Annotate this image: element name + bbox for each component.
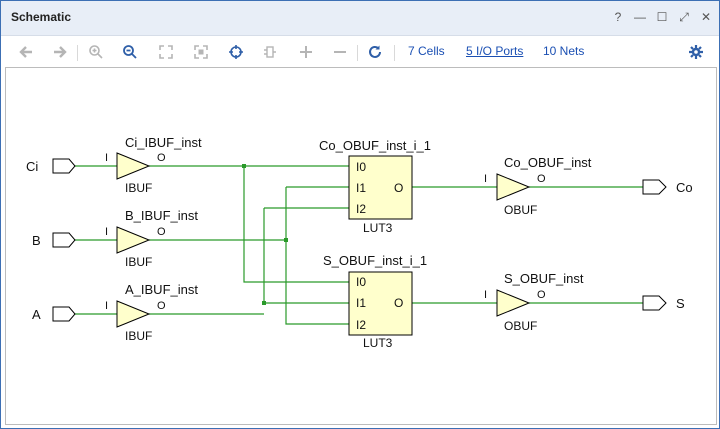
port-b[interactable]: B bbox=[32, 232, 76, 248]
cell-type: LUT3 bbox=[363, 336, 393, 350]
pin-label: I0 bbox=[356, 160, 366, 174]
cell-icon[interactable] bbox=[259, 41, 281, 63]
port-label: A bbox=[32, 307, 41, 322]
io-ports-link[interactable]: 5 I/O Ports bbox=[466, 44, 524, 58]
nets-link[interactable]: 10 Nets bbox=[543, 44, 585, 58]
pin-label: O bbox=[537, 289, 546, 301]
float-icon[interactable]: ⤢ bbox=[679, 9, 689, 24]
port-label: S bbox=[676, 296, 685, 311]
pin-label: I1 bbox=[356, 296, 366, 310]
lut-s[interactable]: S_OBUF_inst_i_1 LUT3 I0 I1 I2 O bbox=[323, 253, 427, 350]
pin-label: I bbox=[484, 173, 487, 185]
maximize-icon[interactable]: ☐ bbox=[656, 10, 668, 24]
forward-icon[interactable] bbox=[49, 41, 71, 63]
port-a[interactable]: A bbox=[32, 306, 76, 322]
zoom-fit-icon[interactable] bbox=[155, 41, 177, 63]
cell-instance-name: A_IBUF_inst bbox=[125, 282, 198, 297]
remove-icon[interactable] bbox=[329, 41, 351, 63]
window-title: Schematic bbox=[11, 10, 72, 24]
pin-label: O bbox=[157, 226, 166, 238]
pin-label: I bbox=[484, 289, 487, 301]
pin-label: O bbox=[537, 173, 546, 185]
gear-icon[interactable] bbox=[685, 41, 707, 63]
minimize-icon[interactable]: — bbox=[634, 10, 646, 24]
pin-label: I bbox=[105, 226, 108, 238]
cell-type: IBUF bbox=[125, 329, 152, 343]
add-icon[interactable] bbox=[295, 41, 317, 63]
port-ci[interactable]: Ci bbox=[26, 158, 76, 174]
refresh-icon[interactable] bbox=[364, 41, 386, 63]
close-icon[interactable]: ✕ bbox=[700, 10, 712, 24]
cell-type: IBUF bbox=[125, 181, 152, 195]
cell-type: OBUF bbox=[504, 203, 537, 217]
zoom-selection-icon[interactable] bbox=[190, 41, 212, 63]
pin-label: I0 bbox=[356, 275, 366, 289]
pin-label: O bbox=[394, 181, 403, 195]
pin-label: I bbox=[105, 152, 108, 164]
cell-instance-name: S_OBUF_inst_i_1 bbox=[323, 253, 427, 268]
schematic-canvas[interactable]: Ci B A Ci_IBUF_inst IBUF I O B_IBUF_i bbox=[5, 67, 717, 425]
junction-dot bbox=[262, 301, 266, 305]
ibuf-b[interactable]: B_IBUF_inst IBUF I O bbox=[105, 208, 198, 269]
pin-label: O bbox=[157, 300, 166, 312]
lut-co[interactable]: Co_OBUF_inst_i_1 LUT3 I0 I1 I2 O bbox=[319, 138, 431, 235]
net-ci-branch bbox=[243, 166, 349, 283]
cell-instance-name: B_IBUF_inst bbox=[125, 208, 198, 223]
wires bbox=[75, 165, 643, 325]
port-label: Co bbox=[676, 180, 693, 195]
pin-label: I bbox=[105, 300, 108, 312]
port-co[interactable]: Co bbox=[642, 179, 693, 195]
schematic-diagram: Ci B A Ci_IBUF_inst IBUF I O B_IBUF_i bbox=[26, 135, 693, 350]
ibuf-ci[interactable]: Ci_IBUF_inst IBUF I O bbox=[105, 135, 202, 195]
port-s[interactable]: S bbox=[642, 295, 685, 311]
title-bar: Schematic ? — ☐ ⤢ ✕ bbox=[1, 1, 719, 36]
crosshair-icon[interactable] bbox=[225, 41, 247, 63]
cells-link[interactable]: 7 Cells bbox=[408, 44, 445, 58]
pin-label: O bbox=[157, 152, 166, 164]
cell-instance-name: Co_OBUF_inst_i_1 bbox=[319, 138, 431, 153]
junctions bbox=[242, 164, 288, 305]
toolbar: 7 Cells 5 I/O Ports 10 Nets bbox=[1, 36, 719, 66]
junction-dot bbox=[284, 238, 288, 242]
obuf-co[interactable]: Co_OBUF_inst OBUF I O bbox=[484, 155, 592, 217]
port-label: Ci bbox=[26, 159, 38, 174]
cell-instance-name: S_OBUF_inst bbox=[504, 271, 584, 286]
zoom-in-icon[interactable] bbox=[85, 41, 107, 63]
help-icon[interactable]: ? bbox=[614, 10, 622, 24]
cell-type: OBUF bbox=[504, 319, 537, 333]
net-b-branch bbox=[285, 186, 349, 325]
cell-type: LUT3 bbox=[363, 221, 393, 235]
obuf-s[interactable]: S_OBUF_inst OBUF I O bbox=[484, 271, 584, 333]
junction-dot bbox=[242, 164, 246, 168]
toolbar-separator bbox=[394, 45, 395, 61]
pin-label: I2 bbox=[356, 202, 366, 216]
pin-label: O bbox=[394, 296, 403, 310]
pin-label: I2 bbox=[356, 318, 366, 332]
toolbar-separator bbox=[357, 45, 358, 61]
toolbar-separator bbox=[77, 45, 78, 61]
cell-instance-name: Ci_IBUF_inst bbox=[125, 135, 202, 150]
port-label: B bbox=[32, 233, 41, 248]
cell-instance-name: Co_OBUF_inst bbox=[504, 155, 592, 170]
window-controls: ? — ☐ ⤢ ✕ bbox=[611, 9, 713, 25]
back-icon[interactable] bbox=[15, 41, 37, 63]
zoom-out-icon[interactable] bbox=[119, 41, 141, 63]
cell-type: IBUF bbox=[125, 255, 152, 269]
pin-label: I1 bbox=[356, 181, 366, 195]
ibuf-a[interactable]: A_IBUF_inst IBUF I O bbox=[105, 282, 198, 343]
